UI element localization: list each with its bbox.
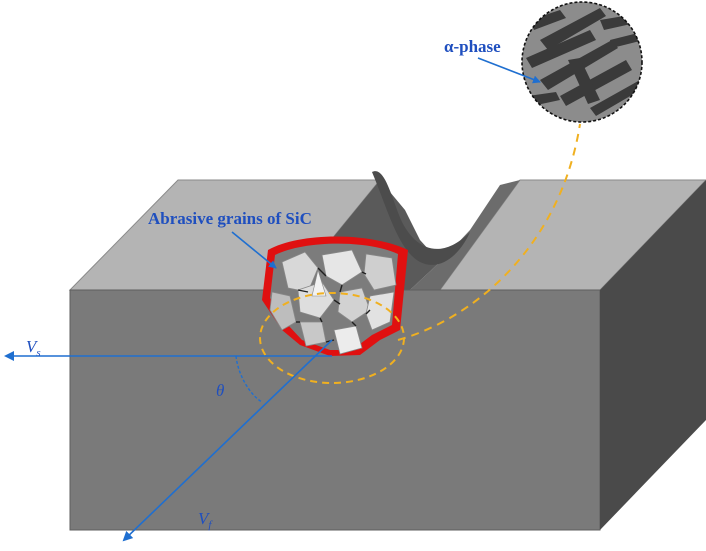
vf-label-main: V <box>198 509 211 528</box>
vf-label-sub: f <box>208 519 213 531</box>
vf-label: Vf <box>198 509 213 531</box>
vs-label: Vs <box>26 337 41 359</box>
abrasive-label-group: Abrasive grains of SiC <box>148 209 312 269</box>
sic-grains <box>269 249 397 355</box>
microstructure-inset <box>521 1 643 123</box>
chip-curl <box>372 171 470 265</box>
alpha-lath <box>540 8 606 50</box>
abrasive-tool <box>262 236 408 356</box>
abrasive-pointer <box>231 231 277 269</box>
velocity-vectors <box>4 339 333 542</box>
vf-arrow <box>122 339 333 542</box>
vs-label-main: V <box>26 337 39 356</box>
grain <box>333 325 363 355</box>
alpha-lath <box>610 32 642 48</box>
alpha-lath <box>568 58 600 104</box>
alpha-lath <box>560 60 632 106</box>
alpha-lath <box>590 80 642 116</box>
grain <box>269 291 297 331</box>
alpha-lath <box>526 30 596 68</box>
grain <box>311 268 327 297</box>
grain <box>281 251 319 293</box>
theta-arc <box>235 355 263 403</box>
alpha-phase-pointer <box>477 57 541 84</box>
alpha-lath <box>530 10 566 30</box>
vs-label-sub: s <box>36 347 40 359</box>
zoom-leader-curve <box>397 123 581 341</box>
grain <box>365 291 395 331</box>
abrasive-grains-label: Abrasive grains of SiC <box>148 209 312 228</box>
block-side-face <box>600 180 706 530</box>
alpha-phase-label-group: α-phase <box>444 37 541 84</box>
groove-right-wall <box>410 180 520 290</box>
grain <box>337 287 371 323</box>
grain <box>363 253 397 291</box>
bond-lines <box>296 267 371 343</box>
theta-label: θ <box>216 381 224 400</box>
alpha-phase-label: α-phase <box>444 37 501 56</box>
grain <box>321 249 363 286</box>
